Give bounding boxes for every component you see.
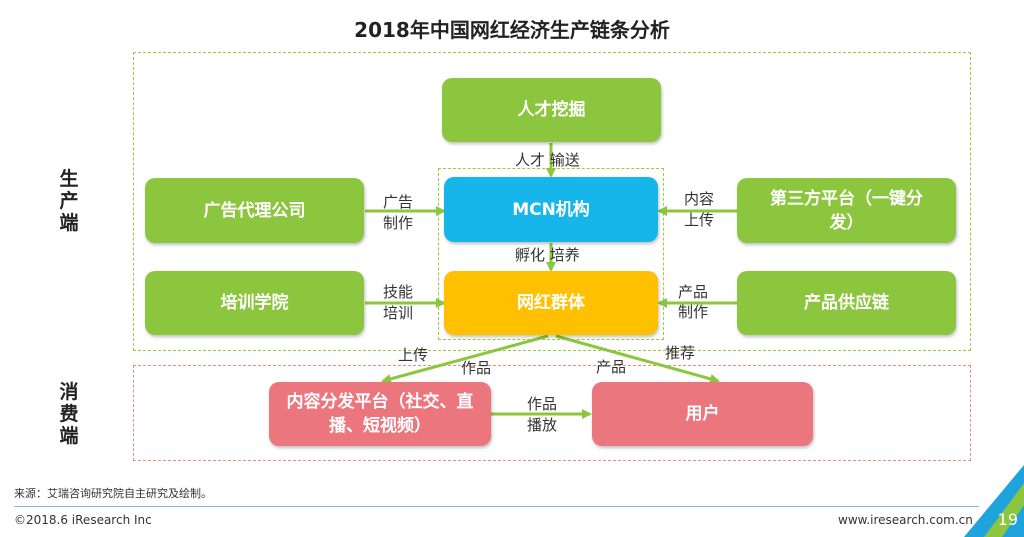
page-corner-decoration [964, 465, 1024, 537]
node-training-school: 培训学院 [145, 271, 364, 335]
arrow-celebrity-to-platform [381, 334, 549, 384]
node-content-platform: 内容分发平台（社交、直播、短视频） [269, 382, 491, 446]
production-region [133, 52, 971, 351]
node-ad-agency: 广告代理公司 [145, 178, 364, 243]
label-content-2: 上传 [684, 211, 715, 229]
node-third-party: 第三方平台（一键分发） [737, 178, 956, 243]
label-works: 作品 [461, 359, 492, 377]
node-users: 用户 [592, 382, 813, 446]
production-section-label: 生产端 [59, 168, 79, 234]
page-title: 2018年中国网红经济生产链条分析 [354, 18, 670, 42]
label-incubate: 孵化 培养 [515, 246, 580, 264]
label-product-1: 产品 [678, 283, 709, 301]
website-link: www.iresearch.com.cn [838, 513, 973, 527]
node-mcn: MCN机构 [444, 177, 658, 242]
footer-divider [14, 506, 979, 507]
label-upload: 上传 [398, 346, 429, 364]
label-content-1: 内容 [684, 190, 715, 208]
label-skill-1: 技能 [383, 283, 414, 301]
label-recommend: 推荐 [665, 344, 696, 362]
label-product-2: 制作 [678, 303, 709, 321]
node-supply-chain: 产品供应链 [737, 271, 956, 335]
arrow-celebrity-to-users [555, 334, 720, 384]
consumption-region [133, 365, 971, 461]
label-skill-2: 培训 [383, 304, 414, 322]
label-ad-1: 广告 [383, 193, 414, 211]
label-talent-transport: 人才 输送 [515, 151, 580, 169]
label-ad-2: 制作 [383, 214, 414, 232]
label-play-1: 作品 [527, 395, 558, 413]
node-internet-celebrity: 网红群体 [444, 271, 658, 335]
source-note: 来源：艾瑞咨询研究院自主研究及绘制。 [14, 487, 212, 500]
label-product: 产品 [596, 358, 627, 376]
node-talent-mining: 人才挖掘 [442, 78, 661, 142]
label-play-2: 播放 [527, 416, 558, 434]
copyright: ©2018.6 iResearch Inc [14, 513, 152, 527]
consumption-section-label: 消费端 [59, 381, 79, 447]
page-number: 19 [997, 510, 1018, 529]
